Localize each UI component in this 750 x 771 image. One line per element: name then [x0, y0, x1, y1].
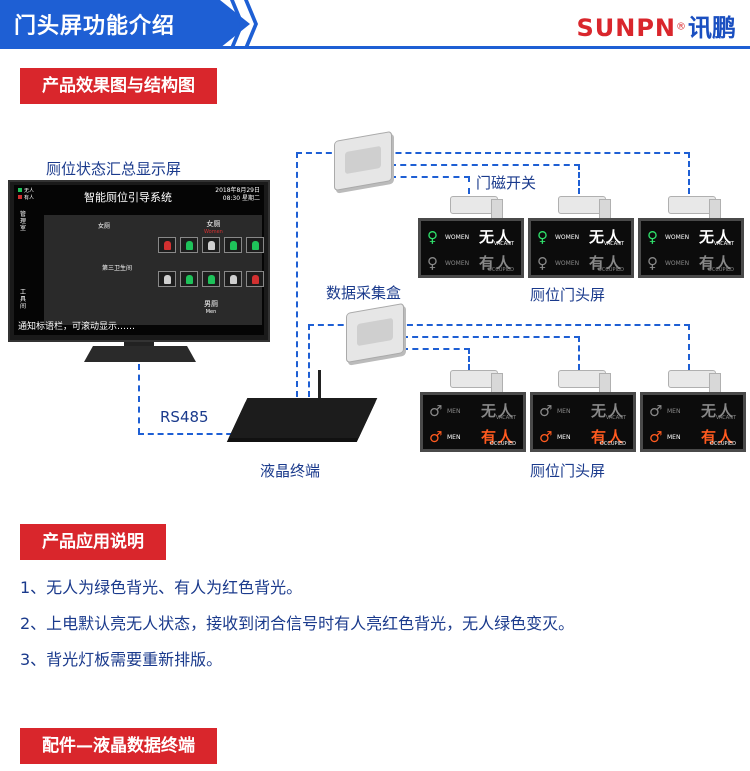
lcd-men-label: 男厕 Men	[204, 300, 218, 315]
cable-line	[402, 348, 470, 350]
monitor-neck	[124, 342, 154, 348]
lcd-ticker: 通知标语栏，可滚动显示……	[18, 322, 136, 332]
cable-line	[138, 433, 242, 435]
man-icon: ♂	[649, 402, 663, 420]
lcd-stall	[202, 237, 220, 253]
cable-line	[138, 364, 140, 434]
cable-line	[402, 336, 580, 338]
section-label-effect: 产品效果图与结构图	[20, 68, 217, 104]
lcd-floor-plan: 女厕 女厕 Women 第三卫生间 男厕 Men	[44, 215, 264, 325]
woman-icon: ♀	[647, 254, 658, 272]
woman-icon: ♀	[427, 228, 438, 246]
lcd-stall-vacant	[202, 271, 220, 287]
lcd-women-label-main: 女厕 Women	[204, 220, 223, 235]
cable-line	[688, 324, 690, 370]
door-sensor	[450, 196, 503, 219]
brand-name-en: SUNPN	[576, 14, 676, 42]
data-collector-box	[334, 130, 392, 192]
man-icon: ♂	[429, 428, 443, 446]
door-panel-vacant: ♀ WOMEN 无人 VACANT ♀ WOMEN 有人 OCCUPIED	[418, 218, 524, 278]
lcd-management-room: 管理室	[19, 211, 26, 232]
lcd-family-room: 第三卫生间	[102, 265, 133, 272]
lcd-women-label: 女厕	[98, 223, 111, 230]
door-panel-vacant: ♀ WOMEN 无人 VACANT ♀ WOMEN 有人 OCCUPIED	[528, 218, 634, 278]
lcd-caption: 厕位状态汇总显示屏	[46, 160, 182, 178]
door-sensor	[558, 370, 611, 393]
woman-icon: ♀	[647, 228, 658, 246]
woman-icon: ♀	[427, 254, 438, 272]
usage-item: 2、上电默认亮无人状态，接收到闭合信号时有人亮红色背光，无人绿色变灭。	[20, 614, 575, 633]
lcd-monitor: 无人 有人 智能厕位引导系统 2018年8月29日 08:30 星期二 管理室 …	[8, 180, 270, 342]
cable-line	[296, 152, 298, 397]
door-sensor	[450, 370, 503, 393]
door-sensor	[558, 196, 611, 219]
usage-item: 1、无人为绿色背光、有人为红色背光。	[20, 578, 303, 597]
lcd-stall-vacant	[246, 237, 264, 253]
lcd-terminal-device	[228, 398, 378, 438]
cable-line	[390, 176, 470, 178]
woman-icon: ♀	[537, 254, 548, 272]
antenna-icon	[318, 370, 321, 410]
registered-mark: ®	[676, 21, 686, 33]
section-label-accessory: 配件—液晶数据终端	[20, 728, 217, 764]
door-panel-caption: 厕位门头屏	[530, 462, 606, 480]
terminal-label: 液晶终端	[260, 462, 321, 480]
lcd-datetime: 2018年8月29日 08:30 星期二	[215, 187, 260, 202]
door-panel-occupied: ♂ MEN 无人 VACANT ♂ MEN 有人 OCCUPIED	[640, 392, 746, 452]
lcd-screen: 无人 有人 智能厕位引导系统 2018年8月29日 08:30 星期二 管理室 …	[14, 185, 264, 335]
cable-line	[296, 152, 690, 154]
cable-line	[578, 336, 580, 370]
lcd-stall	[224, 271, 242, 287]
door-panel-caption: 厕位门头屏	[530, 286, 606, 304]
man-icon: ♂	[539, 428, 553, 446]
data-collector-box	[346, 302, 404, 364]
lcd-legend: 无人 有人	[18, 188, 34, 202]
door-sensor	[668, 196, 721, 219]
lcd-stall	[158, 271, 176, 287]
cable-line	[390, 164, 580, 166]
lcd-stall-vacant	[224, 237, 242, 253]
banner-divider	[0, 46, 750, 49]
door-panel-vacant: ♀ WOMEN 无人 VACANT ♀ WOMEN 有人 OCCUPIED	[638, 218, 744, 278]
top-banner: 门头屏功能介绍 SUNPN®讯鹏	[0, 0, 750, 49]
man-icon: ♂	[429, 402, 443, 420]
woman-icon: ♀	[537, 228, 548, 246]
door-sensor	[668, 370, 721, 393]
rs485-label: RS485	[160, 408, 209, 426]
lcd-title: 智能厕位引导系统	[84, 191, 172, 204]
cable-line	[308, 324, 310, 397]
cable-line	[308, 324, 690, 326]
man-icon: ♂	[539, 402, 553, 420]
monitor-base	[84, 346, 196, 362]
section-label-usage: 产品应用说明	[20, 524, 166, 560]
door-switch-label: 门磁开关	[476, 174, 537, 192]
cable-line	[578, 164, 580, 194]
collector-label: 数据采集盒	[326, 284, 402, 302]
lcd-stall-vacant	[180, 271, 198, 287]
brand-name-cn: 讯鹏	[688, 14, 736, 42]
cable-line	[688, 152, 690, 194]
cable-line	[468, 348, 470, 370]
lcd-tool-room: 工具间	[19, 289, 26, 310]
cable-line	[468, 176, 470, 194]
man-icon: ♂	[649, 428, 663, 446]
usage-item: 3、背光灯板需要重新排版。	[20, 650, 223, 669]
brand-logo: SUNPN®讯鹏	[576, 8, 736, 43]
lcd-stall-vacant	[180, 237, 198, 253]
lcd-stall-occupied	[246, 271, 264, 287]
door-panel-occupied: ♂ MEN 无人 VACANT ♂ MEN 有人 OCCUPIED	[530, 392, 636, 452]
door-panel-occupied: ♂ MEN 无人 VACANT ♂ MEN 有人 OCCUPIED	[420, 392, 526, 452]
page-title: 门头屏功能介绍	[14, 14, 176, 39]
banner-title-block	[0, 0, 250, 48]
lcd-stall-occupied	[158, 237, 176, 253]
